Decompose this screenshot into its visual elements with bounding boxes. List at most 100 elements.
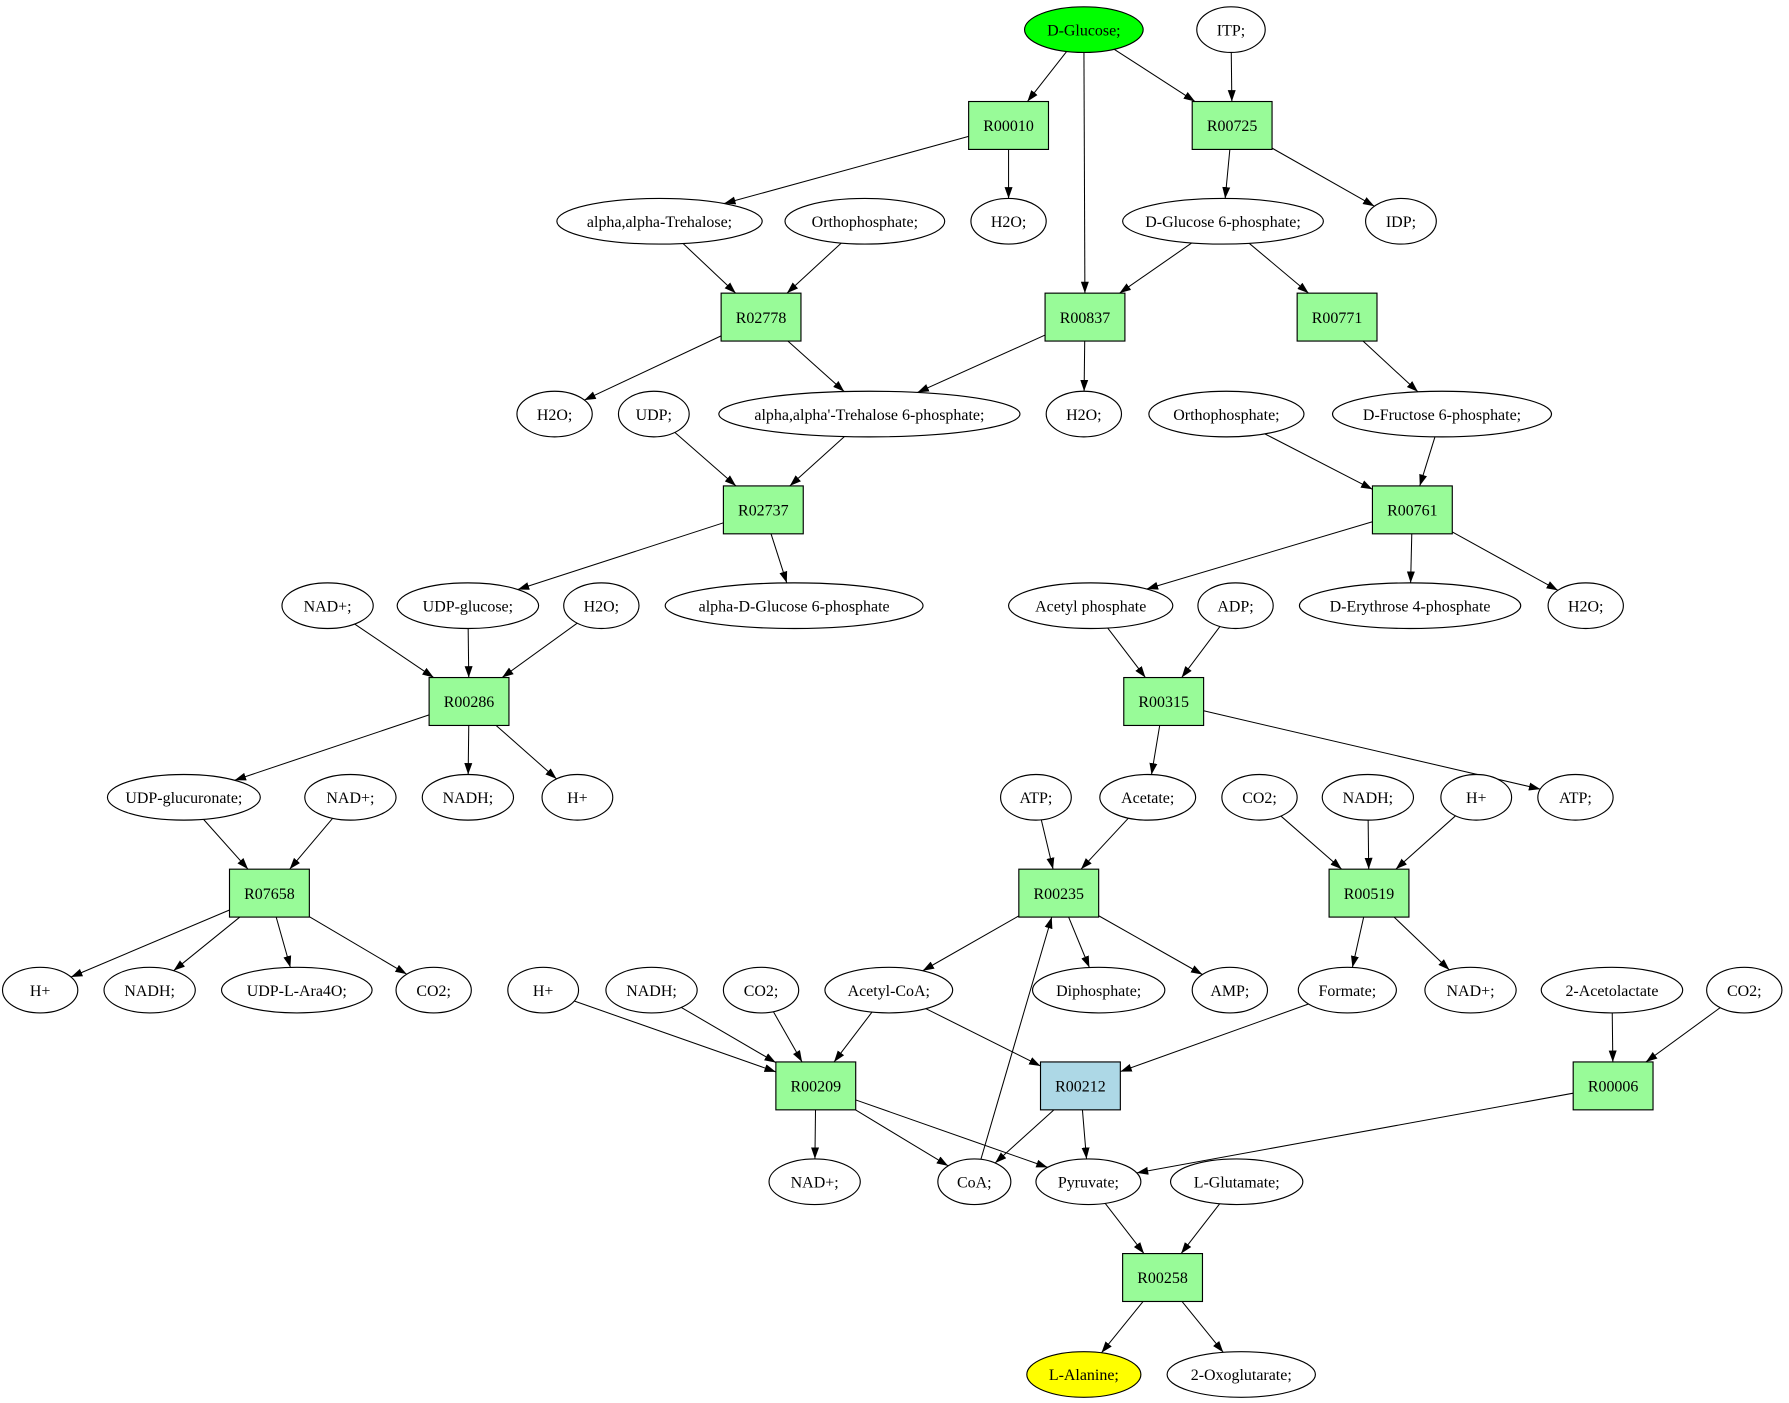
- edge-pi1-to-R02778: [786, 242, 842, 294]
- compound-node-co2a[interactable]: CO2;: [1221, 773, 1298, 821]
- compound-node-ppi[interactable]: Diphosphate;: [1031, 966, 1166, 1014]
- reaction-node-R00519[interactable]: R00519: [1328, 868, 1410, 918]
- compound-ellipse: [824, 966, 954, 1014]
- reaction-node-R00761[interactable]: R00761: [1371, 485, 1453, 535]
- compound-node-t6p[interactable]: alpha,alpha'-Trehalose 6-phosphate;: [718, 390, 1021, 438]
- compound-node-h2o1[interactable]: H2O;: [970, 197, 1047, 245]
- compound-node-h1[interactable]: H+: [541, 773, 614, 821]
- reaction-node-R02737[interactable]: R02737: [722, 485, 804, 535]
- compound-node-h2o2[interactable]: H2O;: [516, 390, 593, 438]
- compound-node-nad1[interactable]: NAD+;: [281, 582, 374, 630]
- compound-node-h2o3[interactable]: H2O;: [1045, 390, 1123, 438]
- compound-node-pi2[interactable]: Orthophosphate;: [1148, 390, 1305, 438]
- compound-node-nadh1[interactable]: NADH;: [421, 773, 515, 821]
- compound-node-h2o4[interactable]: H2O;: [563, 582, 640, 630]
- compound-node-nadh2[interactable]: NADH;: [1321, 773, 1415, 821]
- compound-node-udpglc[interactable]: UDP-glucose;: [396, 582, 540, 630]
- compound-node-h2[interactable]: H+: [1440, 773, 1513, 821]
- compound-node-nad4[interactable]: NAD+;: [768, 1158, 861, 1206]
- edge-acl-to-R00006: [1608, 1012, 1617, 1062]
- reaction-node-R00286[interactable]: R00286: [428, 676, 510, 727]
- node-label: Orthophosphate;: [1173, 407, 1279, 424]
- compound-node-e4p[interactable]: D-Erythrose 4-phosphate: [1298, 582, 1522, 630]
- compound-node-udp[interactable]: UDP;: [617, 390, 690, 438]
- compound-node-nadh4[interactable]: NADH;: [605, 966, 698, 1014]
- compound-node-udpga[interactable]: UDP-glucuronate;: [106, 773, 261, 821]
- reaction-node-R00258[interactable]: R00258: [1122, 1253, 1204, 1303]
- compound-node-g6p[interactable]: D-Glucose 6-phosphate;: [1122, 197, 1324, 245]
- edge-R00761-to-e4p: [1406, 533, 1415, 583]
- reaction-node-R00725[interactable]: R00725: [1191, 100, 1273, 150]
- node-label: NAD+;: [326, 790, 374, 807]
- edge-R00235-to-accoa: [922, 915, 1020, 972]
- node-label: H+: [30, 983, 51, 1000]
- edge-pyr-to-R00258: [1104, 1203, 1145, 1254]
- reaction-node-R07658[interactable]: R07658: [228, 868, 310, 918]
- edge-R00725-to-idp: [1271, 147, 1375, 207]
- edge-R02778-to-t6p: [787, 340, 845, 392]
- compound-node-h2o5[interactable]: H2O;: [1547, 582, 1624, 630]
- edge-R00315-to-ace: [1149, 725, 1161, 775]
- edge-R00006-to-pyr: [1136, 1092, 1574, 1175]
- edge-R02737-to-adg6p: [770, 533, 788, 584]
- compound-node-nad3[interactable]: NAD+;: [1424, 966, 1517, 1014]
- compound-ellipse: [1547, 582, 1624, 630]
- compound-node-co2c[interactable]: CO2;: [722, 966, 800, 1014]
- compound-node-co2b[interactable]: CO2;: [395, 966, 472, 1014]
- compound-node-itp[interactable]: ITP;: [1196, 6, 1266, 54]
- reaction-node-R00209[interactable]: R00209: [775, 1061, 857, 1111]
- compound-node-coa[interactable]: CoA;: [937, 1158, 1012, 1206]
- compound-ellipse: [1331, 390, 1553, 438]
- compound-node-pi1[interactable]: Orthophosphate;: [784, 197, 946, 245]
- node-label: UDP-glucuronate;: [125, 790, 242, 807]
- edge-co2a-to-R00519: [1280, 815, 1342, 870]
- reaction-node-R00771[interactable]: R00771: [1296, 292, 1378, 342]
- compound-node-acl[interactable]: 2-Acetolactate: [1540, 966, 1684, 1014]
- compound-ellipse: [1321, 773, 1415, 821]
- compound-node-pyr[interactable]: Pyruvate;: [1035, 1158, 1142, 1206]
- compound-node-amp[interactable]: AMP;: [1191, 966, 1269, 1014]
- reaction-node-R00212[interactable]: R00212: [1039, 1061, 1121, 1111]
- edge-R00519-to-nad3: [1393, 916, 1450, 971]
- reaction-node-R00315[interactable]: R00315: [1123, 676, 1205, 727]
- compound-node-nad2[interactable]: NAD+;: [304, 773, 397, 821]
- node-label: Pyruvate;: [1058, 1174, 1119, 1191]
- edge-R00837-to-h2o3: [1080, 341, 1089, 392]
- compound-node-ara[interactable]: UDP-L-Ara4O;: [220, 966, 373, 1014]
- compound-node-glu[interactable]: L-Glutamate;: [1169, 1158, 1304, 1206]
- compound-node-h3[interactable]: H+: [1, 966, 79, 1014]
- node-label: R00235: [1033, 886, 1084, 903]
- compound-node-oxo[interactable]: 2-Oxoglutarate;: [1166, 1351, 1316, 1398]
- compound-node-adg6p[interactable]: alpha-D-Glucose 6-phosphate: [664, 582, 924, 630]
- compound-node-treh[interactable]: alpha,alpha-Trehalose;: [556, 197, 763, 245]
- reaction-node-R00837[interactable]: R00837: [1044, 292, 1126, 342]
- compound-node-acp[interactable]: Acetyl phosphate: [1007, 582, 1174, 630]
- compound-node-ace[interactable]: Acetate;: [1099, 773, 1197, 821]
- node-label: H2O;: [584, 598, 619, 615]
- compound-node-accoa[interactable]: Acetyl-CoA;: [824, 966, 954, 1014]
- edge-itp-to-R00725: [1227, 52, 1236, 102]
- node-label: Formate;: [1319, 983, 1377, 1000]
- compound-ellipse: [1540, 966, 1684, 1014]
- compound-node-h4[interactable]: H+: [507, 966, 580, 1014]
- reaction-node-R00010[interactable]: R00010: [968, 100, 1050, 150]
- edge-h4-to-R00209: [574, 1000, 777, 1073]
- compound-ellipse: [617, 390, 690, 438]
- node-label: ADP;: [1217, 598, 1253, 615]
- compound-node-atp1[interactable]: ATP;: [1000, 773, 1072, 821]
- reaction-node-R00235[interactable]: R00235: [1018, 868, 1100, 918]
- node-label: R00258: [1137, 1270, 1188, 1287]
- reaction-node-R02778[interactable]: R02778: [720, 292, 802, 342]
- compound-node-atp2[interactable]: ATP;: [1537, 773, 1614, 821]
- compound-node-idp[interactable]: IDP;: [1365, 197, 1437, 245]
- compound-node-nadh3[interactable]: NADH;: [103, 966, 196, 1014]
- compound-node-adp[interactable]: ADP;: [1197, 582, 1274, 630]
- node-label: R00725: [1207, 118, 1258, 135]
- node-label: Acetyl phosphate: [1035, 598, 1146, 615]
- compound-node-ala[interactable]: L-Alanine;: [1026, 1351, 1142, 1398]
- compound-node-co2d[interactable]: CO2;: [1706, 966, 1783, 1014]
- compound-node-glc[interactable]: D-Glucose;: [1023, 6, 1144, 54]
- compound-node-f6p[interactable]: D-Fructose 6-phosphate;: [1331, 390, 1553, 438]
- compound-node-form[interactable]: Formate;: [1297, 966, 1397, 1014]
- reaction-node-R00006[interactable]: R00006: [1572, 1061, 1654, 1111]
